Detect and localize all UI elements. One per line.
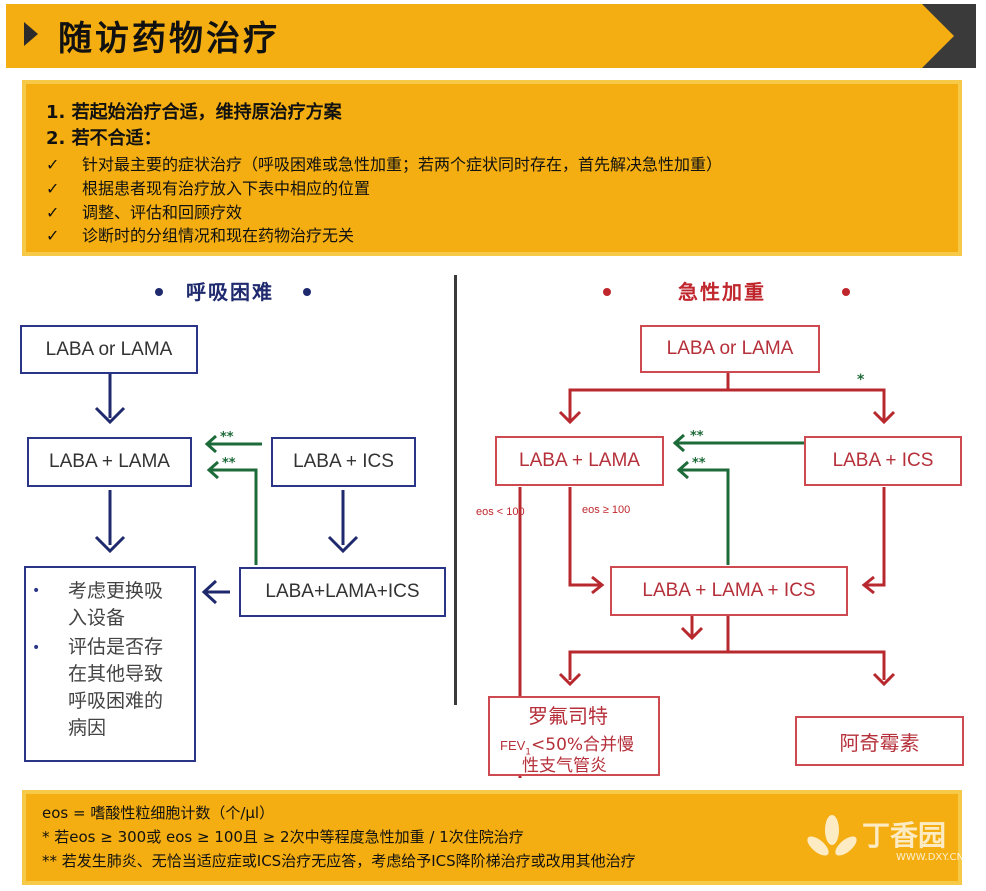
watermark-text: 丁香园 [862,819,947,852]
check-icon: ✓ [46,155,60,174]
note-line: 呼吸困难的 [68,690,164,712]
dyspnea-title: 呼吸困难 [186,280,274,304]
note-line: 病因 [68,717,107,739]
watermark-url: WWW.DXY.CN [896,852,964,863]
stars-label: ** [690,429,704,444]
title-banner [6,4,924,68]
intro-panel [22,80,962,256]
bullet-icon: • [32,640,41,656]
title-play-icon [24,22,38,46]
banner-chevron-icon [900,4,976,68]
eos-low-label: eos < 100 [476,506,525,518]
bullet-dot-icon [155,288,163,296]
box-laba-or-lama: LABA or LAMA [20,325,198,374]
intro-item: ✓根据患者现有治疗放入下表中相应的位置 [46,179,371,198]
stars-label: ** [692,456,706,471]
box-laba-lama: LABA + LAMA [27,437,192,487]
intro-item: ✓诊断时的分组情况和现在药物治疗无关 [46,226,355,245]
box-azithromycin: 阿奇霉素 [795,716,964,766]
note-line: 考虑更换吸 [68,580,164,602]
exacerbation-title: 急性加重 [678,280,766,304]
footnote-eos: eos = 嗜酸性粒细胞计数（个/µl） [42,804,275,822]
star-label: * [857,372,865,388]
note-line: 评估是否存 [68,636,164,658]
note-line: 入设备 [68,607,126,629]
bullet-dot-icon [603,288,611,296]
bullet-dot-icon [842,288,850,296]
watermark-logo-icon [807,815,857,856]
note-line: 在其他导致 [68,663,164,685]
stars-label: ** [220,430,234,445]
check-icon: ✓ [46,179,60,198]
box-ex-laba-lama: LABA + LAMA [495,436,664,486]
box-ex-laba-lama-ics: LABA + LAMA + ICS [610,566,848,616]
bullet-dot-icon [303,288,311,296]
eos-high-label: eos ≥ 100 [582,504,631,516]
footnote-single-star: * 若eos ≥ 300或 eos ≥ 100且 ≥ 2次中等程度急性加重 / … [42,828,524,846]
stars-label: ** [222,456,236,471]
section-divider [454,275,457,705]
footnote-double-star: ** 若发生肺炎、无恰当适应症或ICS治疗无应答，考虑给予ICS降阶梯治疗或改用… [42,852,636,870]
intro-item: ✓针对最主要的症状治疗（呼吸困难或急性加重；若两个症状同时存在，首先解决急性加重… [46,155,723,174]
box-ex-laba-or-lama: LABA or LAMA [640,325,820,373]
box-laba-ics: LABA + ICS [271,437,416,487]
check-icon: ✓ [46,226,60,245]
box-laba-lama-ics: LABA+LAMA+ICS [239,567,446,617]
box-ex-laba-ics: LABA + ICS [804,436,962,486]
intro-heading-2: 2. 若不合适： [46,128,162,149]
box-roflumilast [488,696,660,776]
check-icon: ✓ [46,203,60,222]
intro-heading-1: 1. 若起始治疗合适，维持原治疗方案 [46,102,342,123]
roflumilast-title: 罗氟司特 [528,704,608,728]
bullet-icon: • [32,583,41,599]
page-title: 随访药物治疗 [58,19,280,59]
roflumilast-condition: FEV1<50%合并慢 [500,735,635,758]
intro-item: ✓调整、评估和回顾疗效 [46,203,243,222]
roflumilast-condition-2: 性支气管炎 [522,756,607,776]
footnote-panel [22,790,962,885]
dyspnea-notes-box [24,566,196,762]
